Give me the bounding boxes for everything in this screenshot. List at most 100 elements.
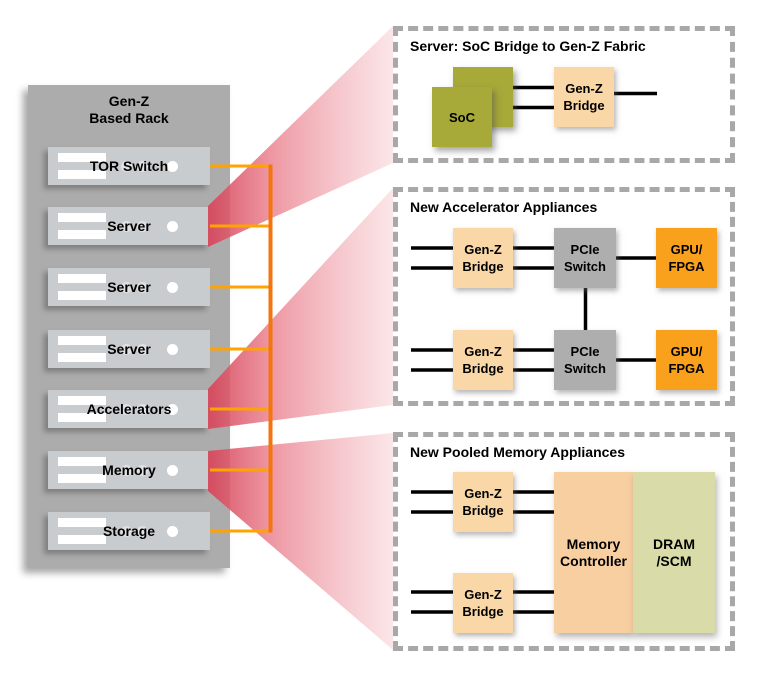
rack-slot-tor-switch: TOR Switch: [48, 147, 210, 185]
dram-label-line1: DRAM: [653, 535, 695, 552]
memory-panel-links: [411, 490, 556, 614]
panel-accelerator-appliances: New Accelerator Appliances: [393, 187, 735, 406]
slot-label: Accelerators: [86, 401, 172, 417]
accel-label-line2: FPGA: [668, 361, 705, 376]
bridge-label-line2: Bridge: [462, 361, 504, 376]
led-dot-icon: [137, 282, 148, 293]
led-dot-icon: [121, 282, 132, 293]
led-dot-icon: [137, 465, 148, 476]
rack-slot-storage: Storage: [48, 512, 210, 550]
led-dot-icon: [121, 465, 132, 476]
gpu-fpga-box: GPU/ FPGA: [656, 330, 717, 390]
led-dot-icon: [121, 221, 132, 232]
accel-label-line1: GPU/: [670, 344, 703, 359]
bridge-label-line2: Bridge: [462, 259, 504, 274]
vent-bar-icon: [58, 336, 106, 345]
vent-bar-icon: [58, 170, 106, 179]
panel-title: New Pooled Memory Appliances: [410, 444, 625, 460]
bridge-label-line2: Bridge: [563, 98, 605, 113]
accelerator-panel-links: [411, 246, 658, 372]
led-dot-icon: [121, 404, 132, 415]
rack-title-line2: Based Rack: [89, 110, 169, 126]
switch-label-line2: Switch: [564, 259, 606, 274]
genz-bridge-box: Gen-Z Bridge: [453, 330, 513, 390]
dram-scm-box: DRAM /SCM: [633, 472, 715, 633]
vent-bar-icon: [58, 413, 106, 422]
vent-bar-icon: [58, 396, 106, 405]
slot-label: Server: [107, 341, 151, 357]
led-dot-icon: [137, 161, 148, 172]
vent-bar-icon: [58, 153, 106, 162]
led-dot-icon: [137, 404, 148, 415]
rack-slot-memory: Memory: [48, 451, 210, 489]
rack-slot-server-1: Server: [48, 207, 210, 245]
genz-bridge-box: Gen-Z Bridge: [554, 67, 614, 127]
beam-memory-to-panel: [208, 433, 393, 650]
led-dot-icon: [167, 404, 178, 415]
bridge-label-line1: Gen-Z: [464, 242, 502, 257]
bridge-label-line1: Gen-Z: [464, 486, 502, 501]
gpu-fpga-box: GPU/ FPGA: [656, 228, 717, 288]
bridge-label-line2: Bridge: [462, 503, 504, 518]
vent-bar-icon: [58, 535, 106, 544]
genz-bridge-box: Gen-Z Bridge: [453, 472, 513, 532]
led-dot-icon: [167, 465, 178, 476]
led-dot-icon: [167, 221, 178, 232]
bridge-label-line1: Gen-Z: [565, 81, 603, 96]
pcie-switch-box: PCIe Switch: [554, 228, 616, 288]
switch-label-line1: PCIe: [570, 242, 600, 257]
led-dot-icon: [167, 344, 178, 355]
bridge-label-line1: Gen-Z: [464, 344, 502, 359]
server-panel-links: [512, 85, 657, 110]
vent-bar-icon: [58, 213, 106, 222]
bridge-label-line2: Bridge: [462, 604, 504, 619]
rack-interconnect-lines: [210, 164, 272, 533]
slot-label: Server: [107, 279, 151, 295]
slot-label: TOR Switch: [89, 158, 169, 174]
vent-bar-icon: [58, 474, 106, 483]
vent-bar-icon: [58, 230, 106, 239]
bridge-label-line1: Gen-Z: [464, 587, 502, 602]
vent-bar-icon: [58, 518, 106, 527]
switch-label-line2: Switch: [564, 361, 606, 376]
soc-chip-front: SoC: [432, 87, 492, 147]
panel-server-soc-bridge: Server: SoC Bridge to Gen-Z Fabric: [393, 26, 735, 163]
genz-rack: Gen-Z Based Rack TOR Switch Server Serve: [28, 85, 230, 568]
rack-slot-server-2: Server: [48, 268, 210, 306]
vent-bar-icon: [58, 457, 106, 466]
vent-bar-icon: [58, 274, 106, 283]
slot-label: Memory: [102, 462, 156, 478]
rack-slot-accelerators: Accelerators: [48, 390, 210, 428]
rack-title-line1: Gen-Z: [108, 93, 150, 109]
rack-slot-server-3: Server: [48, 330, 210, 368]
vent-bar-icon: [58, 353, 106, 362]
accel-label-line2: FPGA: [668, 259, 705, 274]
accel-label-line1: GPU/: [670, 242, 703, 257]
genz-bridge-box: Gen-Z Bridge: [453, 573, 513, 633]
led-dot-icon: [167, 161, 178, 172]
soc-label: SoC: [449, 109, 475, 125]
panel-pooled-memory-appliances: New Pooled Memory Appliances: [393, 432, 735, 651]
led-dot-icon: [121, 161, 132, 172]
led-dot-icon: [121, 344, 132, 355]
panel-title: New Accelerator Appliances: [410, 199, 598, 215]
slot-label: Server: [107, 218, 151, 234]
slot-label: Storage: [102, 523, 156, 539]
controller-label-line2: Controller: [560, 552, 627, 569]
pcie-switch-box: PCIe Switch: [554, 330, 616, 390]
beam-accelerators-to-panel: [208, 188, 393, 429]
controller-label-line1: Memory: [566, 535, 621, 552]
led-dot-icon: [121, 526, 132, 537]
genz-bridge-box: Gen-Z Bridge: [453, 228, 513, 288]
memory-controller-box: Memory Controller: [554, 472, 633, 633]
led-dot-icon: [137, 344, 148, 355]
rack-title: Gen-Z Based Rack: [28, 93, 230, 127]
panel-title: Server: SoC Bridge to Gen-Z Fabric: [410, 38, 646, 54]
switch-label-line1: PCIe: [570, 344, 600, 359]
vent-bar-icon: [58, 291, 106, 300]
led-dot-icon: [137, 221, 148, 232]
beam-server-to-panel: [208, 26, 393, 247]
led-dot-icon: [137, 526, 148, 537]
